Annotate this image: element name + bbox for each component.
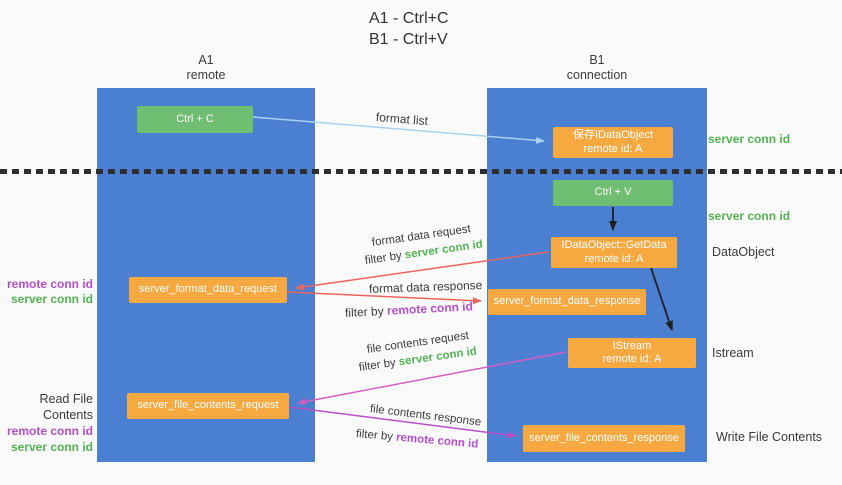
node-istream: IStream remote id: A <box>568 338 696 368</box>
left-label-remote-conn-id-2: remote conn id <box>6 424 93 438</box>
lane-header-b1: B1 connection <box>487 53 707 83</box>
node-save-line2: remote id: A <box>583 142 643 155</box>
node-server-format-data-request: server_format_data_request <box>129 277 287 303</box>
arrow-label-format-data-response-filter: filter by remote conn id <box>345 299 474 320</box>
title-line-1: A1 - Ctrl+C <box>369 10 449 27</box>
node-format-response-label: server_format_data_response <box>493 295 641 308</box>
node-save-idataobject: 保存IDataObject remote id: A <box>553 127 673 158</box>
node-server-file-contents-response: server_file_contents_response <box>523 425 685 452</box>
node-ctrl-v: Ctrl + V <box>553 180 673 206</box>
title-line-2: B1 - Ctrl+V <box>369 31 448 48</box>
left-label-read-file-contents: Read File Contents <box>39 392 94 422</box>
node-istream-line1: IStream <box>612 339 652 352</box>
left-label-server-conn-id-1: server conn id <box>10 292 93 306</box>
node-idataobject-getdata: IDataObject::GetData remote id: A <box>551 237 677 268</box>
left-label-remote-conn-id-1: remote conn id <box>6 277 93 291</box>
lane-b1-name: B1 <box>589 53 605 67</box>
node-istream-line2: remote id: A <box>602 353 662 365</box>
node-format-request-label: server_format_data_request <box>138 283 278 296</box>
node-file-request-label: server_file_contents_request <box>137 399 279 412</box>
node-save-line1: 保存IDataObject <box>572 129 654 141</box>
lane-b1-role: connection <box>566 68 628 82</box>
right-label-dataobject: DataObject <box>712 245 775 259</box>
arrow-label-format-data-response: format data response <box>368 278 483 296</box>
filter-prefix-3: filter by <box>358 356 400 374</box>
arrow-label-file-contents-response: file contents response <box>369 403 482 429</box>
filter-key-4: remote conn id <box>395 431 479 451</box>
filter-prefix-4: filter by <box>355 428 397 444</box>
right-label-server-conn-id-1: server conn id <box>708 132 791 146</box>
lane-a1-role: remote <box>186 68 226 82</box>
node-file-response-label: server_file_contents_response <box>529 431 679 444</box>
node-getdata-line2: remote id: A <box>584 252 644 265</box>
filter-prefix-1: filter by <box>364 249 406 267</box>
node-ctrl-c: Ctrl + C <box>137 106 253 133</box>
node-getdata-line1: IDataObject::GetData <box>561 239 667 251</box>
arrow-label-format-list: format list <box>375 110 429 129</box>
left-label-group-file: Read File Contents remote conn id server… <box>0 391 93 455</box>
diagram-title: A1 - Ctrl+C B1 - Ctrl+V <box>369 8 449 50</box>
lane-a1-name: A1 <box>198 53 214 67</box>
right-label-write-file-contents: Write File Contents <box>716 430 823 444</box>
phase-separator-dotted-line <box>0 169 842 174</box>
node-server-file-contents-request: server_file_contents_request <box>127 393 289 419</box>
right-label-server-conn-id-2: server conn id <box>708 209 791 223</box>
lane-header-a1: A1 remote <box>97 53 315 83</box>
right-label-istream: Istream <box>712 346 754 360</box>
node-ctrl-c-label: Ctrl + C <box>176 112 214 125</box>
node-ctrl-v-label: Ctrl + V <box>594 186 632 199</box>
left-label-server-conn-id-2: server conn id <box>10 440 93 454</box>
filter-key-2: remote conn id <box>386 299 474 318</box>
node-server-format-data-response: server_format_data_response <box>488 289 646 315</box>
left-label-group-format: remote conn id server conn id <box>0 277 93 307</box>
arrow-label-file-contents-response-filter: filter by remote conn id <box>355 428 478 451</box>
filter-prefix-2: filter by <box>344 303 388 320</box>
